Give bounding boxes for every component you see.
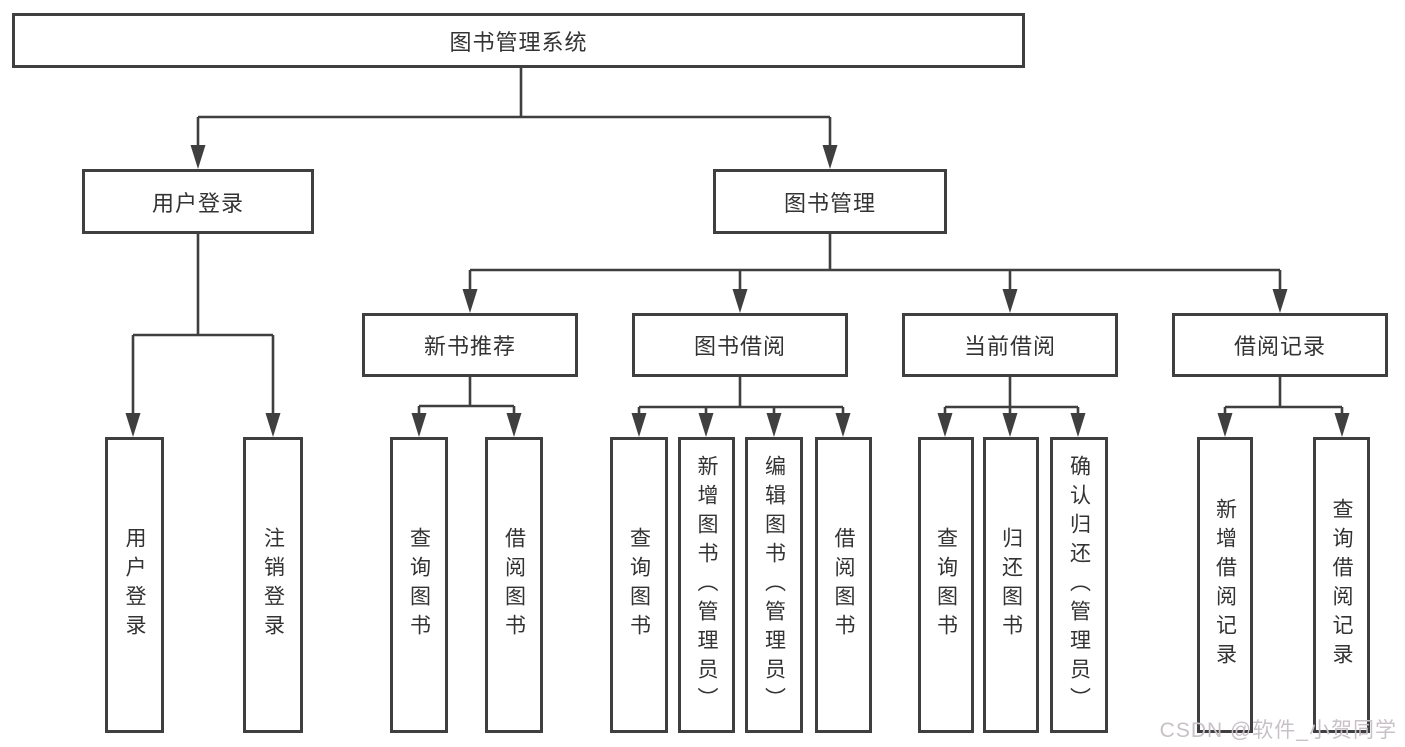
node-book-management: 图书管理 [713,169,947,234]
node-borrowing-records: 借阅记录 [1172,313,1388,377]
leaf-query-books-borrowing-label: 查询图书 [627,527,651,643]
leaf-return-books: 归还图书 [983,437,1039,733]
leaf-query-books-current: 查询图书 [918,437,974,733]
leaf-borrow-books-borrowing-label: 借阅图书 [832,527,855,643]
leaf-query-books-recommend-label: 查询图书 [407,527,431,643]
leaf-add-borrow-record-label: 新增借阅记录 [1213,498,1237,672]
leaf-query-borrow-record-label: 查询借阅记录 [1330,498,1353,672]
leaf-confirm-return-admin-label: 确认归还（管理员） [1067,454,1091,716]
node-current-borrowing: 当前借阅 [902,313,1118,377]
leaf-edit-book-admin-label: 编辑图书（管理员） [762,454,786,716]
leaf-borrow-books-recommend-label: 借阅图书 [502,527,526,643]
leaf-logout: 注销登录 [243,437,303,733]
node-user-login: 用户登录 [82,169,314,234]
leaf-query-books-recommend: 查询图书 [390,437,448,733]
csdn-watermark: CSDN @软件_小贺同学 [1159,719,1397,742]
leaf-add-borrow-record: 新增借阅记录 [1197,437,1253,733]
leaf-user-login: 用户登录 [105,437,164,733]
leaf-add-book-admin-label: 新增图书（管理员） [695,454,718,716]
leaf-query-borrow-record: 查询借阅记录 [1313,437,1370,733]
leaf-confirm-return-admin: 确认归还（管理员） [1050,437,1108,733]
leaf-add-book-admin: 新增图书（管理员） [678,437,735,733]
leaf-query-books-current-label: 查询图书 [934,527,958,643]
leaf-return-books-label: 归还图书 [999,527,1023,643]
leaf-borrow-books-borrowing: 借阅图书 [815,437,872,733]
node-book-borrowing: 图书借阅 [632,313,848,377]
leaf-borrow-books-recommend: 借阅图书 [485,437,543,733]
leaf-query-books-borrowing: 查询图书 [610,437,668,733]
node-new-book-recommendation: 新书推荐 [362,313,578,377]
leaf-edit-book-admin: 编辑图书（管理员） [745,437,803,733]
node-library-management-system: 图书管理系统 [12,13,1025,68]
leaf-user-login-label: 用户登录 [123,527,146,643]
leaf-logout-label: 注销登录 [261,527,285,643]
